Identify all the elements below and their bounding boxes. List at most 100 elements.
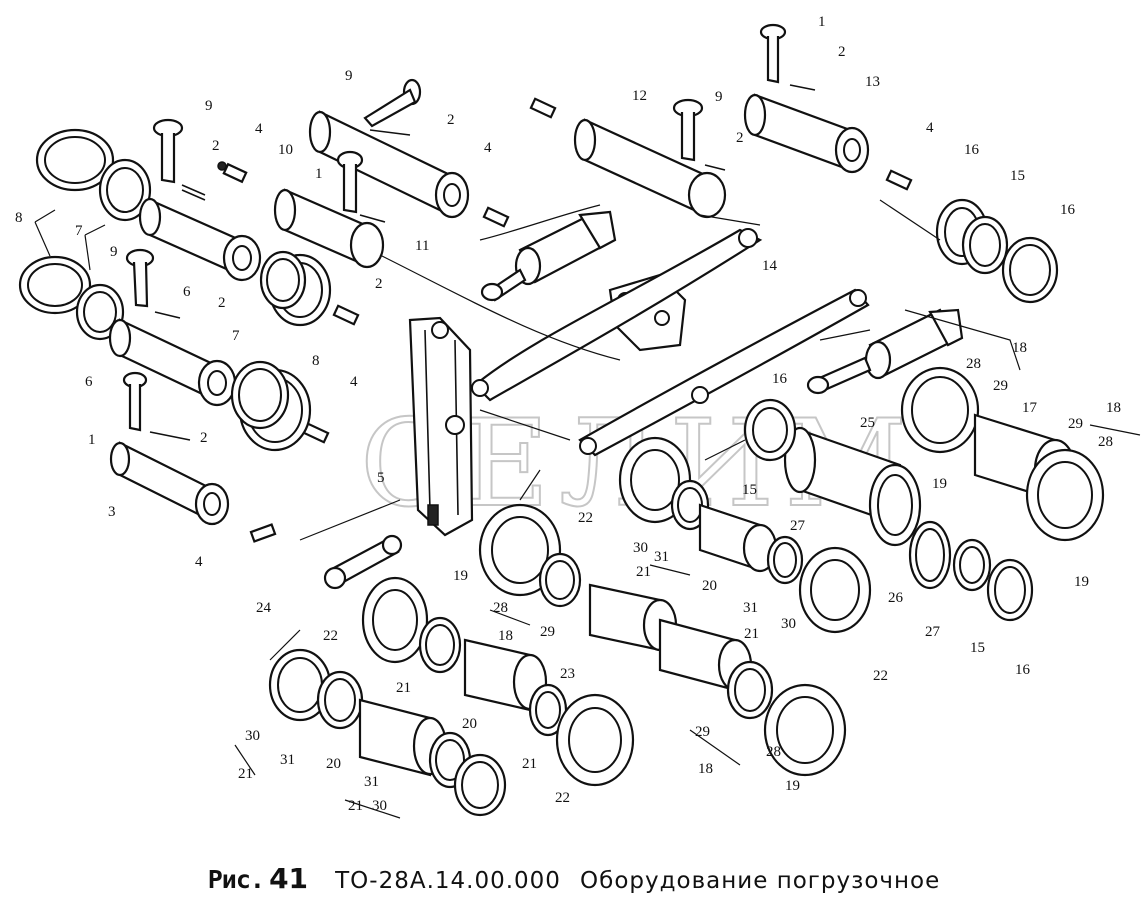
- callout-15: 15: [742, 482, 757, 498]
- ring-7-top: [259, 250, 307, 310]
- grease-fitting-4-d: [249, 523, 277, 543]
- callout-20: 20: [702, 578, 717, 594]
- grease-fitting-4-b: [332, 304, 360, 326]
- axle-13: [743, 93, 870, 174]
- caption-label: Рис.: [207, 865, 265, 894]
- callout-4: 4: [195, 554, 203, 570]
- axle-11: [308, 110, 470, 219]
- ring-8-upper: [35, 128, 115, 192]
- callout-5: 5: [377, 470, 385, 486]
- callout-2: 2: [736, 130, 744, 146]
- ring-16-upper-b: [1001, 236, 1059, 304]
- cotter-2-c: [149, 431, 191, 441]
- pin-9-b: [125, 248, 155, 308]
- callout-28: 28: [966, 356, 981, 372]
- callout-30: 30: [781, 616, 796, 632]
- callout-19: 19: [932, 476, 947, 492]
- bushing-6-upper: [138, 197, 262, 282]
- ring-31-left: [316, 670, 364, 730]
- cotter-2-b: [154, 311, 181, 319]
- callout-6: 6: [85, 374, 93, 390]
- ring-16-right: [986, 558, 1034, 622]
- callout-1: 1: [818, 14, 826, 30]
- callout-31: 31: [743, 600, 758, 616]
- cotter-2-e: [704, 164, 726, 171]
- callout-21: 21: [238, 766, 253, 782]
- callout-4: 4: [484, 140, 492, 156]
- callout-31: 31: [364, 774, 379, 790]
- ring-29-lower: [726, 660, 774, 720]
- callout-20: 20: [462, 716, 477, 732]
- ring-7-upper: [98, 158, 152, 222]
- callout-9: 9: [345, 68, 353, 84]
- cup-22-left: [361, 576, 429, 664]
- callout-30: 30: [372, 798, 387, 814]
- callout-16: 16: [772, 371, 788, 387]
- callout-2: 2: [447, 112, 455, 128]
- callout-18: 18: [498, 628, 513, 644]
- pin-9-d: [672, 98, 704, 162]
- callout-9: 9: [205, 98, 213, 114]
- grease-fitting-4-e: [482, 206, 510, 228]
- callout-20: 20: [326, 756, 341, 772]
- ring-28-right-top: [900, 366, 980, 454]
- cup-19-lower: [763, 683, 847, 777]
- bushing-10: [273, 188, 385, 269]
- callout-4: 4: [255, 121, 263, 137]
- callout-21: 21: [744, 626, 759, 642]
- caption-title: Оборудование погрузочное: [580, 868, 941, 894]
- pin-9-c: [363, 78, 422, 128]
- callout-28: 28: [493, 600, 508, 616]
- callout-9: 9: [715, 89, 723, 105]
- figure-caption: Рис. 41 ТО-28А.14.00.000 Оборудование по…: [0, 862, 1148, 895]
- callout-18: 18: [698, 761, 713, 777]
- callout-31: 31: [654, 549, 669, 565]
- bushing-6-lower: [108, 318, 237, 407]
- callout-19: 19: [785, 778, 800, 794]
- callout-9: 9: [110, 244, 118, 260]
- callout-2: 2: [218, 295, 226, 311]
- callout-28: 28: [766, 744, 781, 760]
- ring-8-lower: [18, 255, 92, 315]
- callout-30: 30: [633, 540, 648, 556]
- callout-1: 1: [88, 432, 96, 448]
- cotter-2-f: [369, 129, 411, 136]
- arm-14-upper: [471, 228, 763, 402]
- callout-22: 22: [555, 790, 570, 806]
- pin-1-mid: [336, 150, 364, 214]
- callout-3: 3: [108, 504, 116, 520]
- callout-12: 12: [632, 88, 647, 104]
- callout-2: 2: [838, 44, 846, 60]
- cotter-2-a: [181, 184, 206, 201]
- cup-22-lower: [555, 693, 635, 787]
- callout-1: 1: [315, 166, 323, 182]
- ring-31-mid: [766, 535, 804, 585]
- spring-16-mid: [743, 398, 797, 462]
- callout-19: 19: [1074, 574, 1089, 590]
- pin-9-a: [152, 118, 184, 184]
- callout-28: 28: [1098, 434, 1113, 450]
- callout-18: 18: [1106, 400, 1121, 416]
- caption-code: ТО-28А.14.00.000: [335, 868, 561, 894]
- cotter-2-g: [359, 214, 386, 223]
- axle-3: [109, 441, 230, 526]
- cup-22-right: [798, 546, 872, 634]
- hydraulic-cylinder-right: [806, 308, 964, 395]
- ring-21-left: [418, 616, 462, 674]
- grease-fitting-4-a: [217, 161, 248, 184]
- callout-4: 4: [350, 374, 358, 390]
- callout-15: 15: [970, 640, 985, 656]
- ring-15-right: [952, 538, 992, 592]
- callout-29: 29: [993, 378, 1008, 394]
- callout-6: 6: [183, 284, 191, 300]
- grease-fitting-4-g: [885, 169, 913, 191]
- callout-19: 19: [453, 568, 468, 584]
- pin-1-right: [759, 23, 787, 84]
- callout-29: 29: [540, 624, 555, 640]
- bushing-20-lower: [358, 698, 448, 777]
- callout-16: 16: [1015, 662, 1031, 678]
- callout-2: 2: [375, 276, 383, 292]
- cup-19-right: [1025, 448, 1105, 542]
- callout-17: 17: [1022, 400, 1038, 416]
